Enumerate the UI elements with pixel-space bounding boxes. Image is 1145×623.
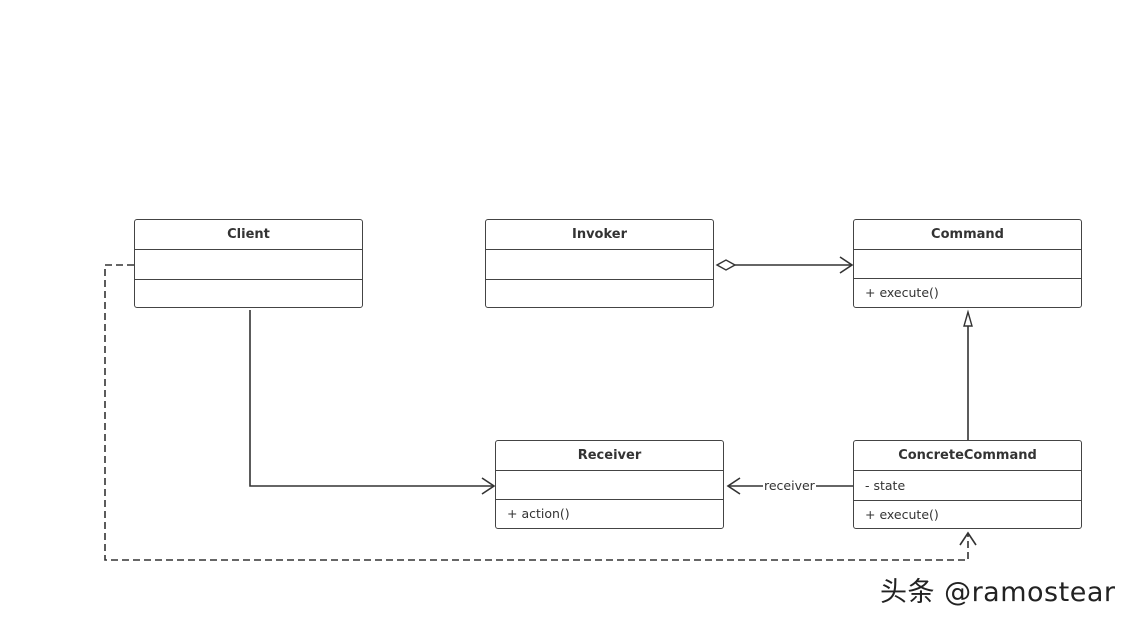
invoker-class-operations: [486, 280, 713, 307]
invoker-class[interactable]: Invoker: [485, 219, 714, 308]
aggregation-arrowhead: [839, 256, 854, 274]
command-class-name: Command: [854, 220, 1081, 250]
concretecommand-class-attributes: - state: [854, 471, 1081, 501]
receiver-association-arrowhead: [726, 477, 741, 495]
client-receiver-association: [249, 310, 494, 487]
invoker-class-attributes: [486, 250, 713, 280]
concretecommand-class[interactable]: ConcreteCommand - state + execute(): [853, 440, 1082, 529]
aggregation-diamond: [715, 259, 737, 271]
client-class[interactable]: Client: [134, 219, 363, 308]
receiver-association-label: receiver: [763, 478, 816, 493]
command-class-operations: + execute(): [865, 285, 939, 300]
dependency-arrowhead: [959, 531, 977, 546]
client-concretecommand-dependency: [104, 264, 969, 561]
invoker-class-name: Invoker: [486, 220, 713, 250]
command-class[interactable]: Command + execute(): [853, 219, 1082, 308]
receiver-class-name: Receiver: [496, 441, 723, 471]
client-class-attributes: [135, 250, 362, 280]
watermark-text: 头条 @ramostear: [880, 577, 1116, 608]
client-class-name: Client: [135, 220, 362, 250]
receiver-class[interactable]: Receiver + action(): [495, 440, 724, 529]
client-class-operations: [135, 280, 362, 307]
generalization-triangle: [963, 309, 973, 327]
receiver-class-attributes: [496, 471, 723, 500]
concretecommand-class-operations: + execute(): [865, 507, 939, 522]
receiver-class-operations: + action(): [507, 506, 570, 521]
client-receiver-arrowhead: [481, 477, 496, 495]
concretecommand-class-name: ConcreteCommand: [854, 441, 1081, 471]
command-class-attributes: [854, 250, 1081, 279]
